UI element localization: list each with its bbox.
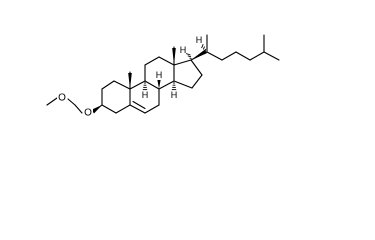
bond-c9-c10	[129, 80, 146, 90]
bond-c20-c22	[206, 51, 223, 61]
atom-h-c9: H	[142, 90, 149, 100]
bond-c24-c25	[249, 51, 265, 61]
wedge-c3-o	[92, 105, 102, 114]
hash-c9-h	[142, 82, 148, 91]
atom-h-c20: H	[196, 35, 203, 45]
bond-c5-c6-double	[132, 100, 146, 110]
bond-c14-c8	[158, 80, 175, 90]
bond-c12-c13	[158, 56, 175, 66]
bond-o-ch2	[74, 104, 83, 114]
bond-c15-c14	[173, 80, 193, 89]
bond-c10-c1	[113, 80, 131, 90]
bond-c11-c12	[144, 56, 160, 66]
cholesterol-mom-ether-structure: O O H H H H H	[46, 34, 280, 119]
bond-c5-c6	[129, 104, 146, 114]
stereo-bonds	[92, 44, 207, 114]
bond-c22-c23	[221, 51, 237, 61]
bond-c17-c16	[190, 59, 203, 76]
hash-c20-h	[201, 44, 207, 51]
bond-c25-c27	[263, 51, 280, 61]
bond-c16-c15	[191, 74, 203, 89]
bond-c1-c2	[101, 80, 115, 90]
hash-c17-h	[185, 53, 192, 60]
atom-h-c17: H	[180, 45, 187, 55]
wedge-c17-c20	[191, 49, 207, 60]
bond-c23-c24	[235, 51, 251, 61]
atom-o-methoxy: O	[58, 93, 66, 104]
bond-c6-c7	[144, 104, 160, 114]
hash-c14-h	[171, 82, 177, 91]
bond-c13-c17	[173, 59, 192, 66]
wedge-c10-methyl	[128, 73, 132, 89]
bond-o-ch3	[46, 97, 58, 106]
atom-h-c14: H	[171, 90, 178, 100]
bond-skeleton	[46, 34, 280, 114]
bond-c8-c9	[144, 80, 160, 90]
atom-o-ether: O	[84, 108, 92, 119]
wedge-c13-methyl	[172, 48, 176, 65]
bond-c4-c5	[115, 104, 131, 114]
atom-labels: O O H H H H H	[57, 35, 202, 119]
bond-c3-c4	[101, 104, 117, 114]
bond-ch2-o	[67, 98, 76, 106]
atom-h-c8: H	[156, 70, 163, 80]
wedge-c8-h	[157, 80, 161, 89]
